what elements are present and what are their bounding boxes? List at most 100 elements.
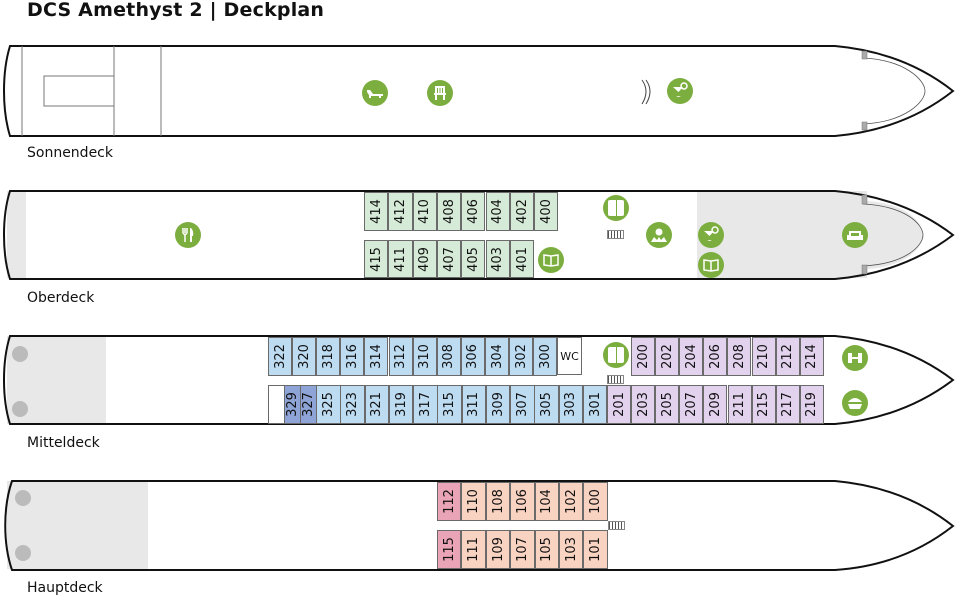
cabin-205[interactable]: 205: [655, 385, 680, 424]
cabin-309[interactable]: 309: [485, 385, 511, 424]
cabin-320[interactable]: 320: [292, 337, 317, 376]
cabin-322[interactable]: 322: [268, 337, 293, 376]
cabin-315[interactable]: 315: [437, 385, 462, 424]
cabin-201[interactable]: 201: [607, 385, 632, 424]
cabin-404[interactable]: 404: [485, 192, 510, 231]
cabin-number: 304: [489, 344, 505, 369]
cabin-307[interactable]: 307: [510, 385, 535, 424]
cabin-number: 403: [490, 246, 506, 272]
cabin-401[interactable]: 401: [509, 240, 535, 278]
cabin-407[interactable]: 407: [436, 240, 462, 278]
cabin-number: 405: [465, 246, 481, 272]
cabin-number: 209: [707, 392, 723, 417]
cabin-number: 310: [417, 344, 433, 369]
cabin-number: 217: [780, 392, 796, 417]
cabin-316[interactable]: 316: [340, 337, 365, 376]
cabin-number: 206: [707, 344, 723, 369]
cabin-302[interactable]: 302: [509, 337, 534, 376]
cabin-411[interactable]: 411: [388, 240, 413, 278]
cabin-101[interactable]: 101: [583, 530, 608, 569]
cabin-325[interactable]: 325: [316, 385, 341, 424]
cabin-219[interactable]: 219: [799, 385, 824, 424]
cabin-215[interactable]: 215: [751, 385, 776, 424]
cabin-200[interactable]: 200: [631, 337, 656, 376]
cabin-107[interactable]: 107: [510, 530, 535, 569]
cabin-311[interactable]: 311: [461, 385, 486, 424]
cabin-310[interactable]: 310: [412, 337, 437, 376]
cabin-103[interactable]: 103: [559, 530, 584, 569]
cabin-304[interactable]: 304: [484, 337, 509, 376]
cabin-402[interactable]: 402: [509, 192, 535, 231]
cabin-406[interactable]: 406: [461, 192, 486, 231]
cabin-409[interactable]: 409: [412, 240, 437, 278]
stairs-icon: [607, 230, 624, 239]
cabin-115[interactable]: 115: [437, 530, 462, 569]
cabin-318[interactable]: 318: [316, 337, 341, 376]
cabin-203[interactable]: 203: [631, 385, 656, 424]
cabin-112[interactable]: 112: [437, 482, 462, 521]
cabin-209[interactable]: 209: [703, 385, 728, 424]
sunlounger-icon: [362, 80, 388, 106]
cabin-317[interactable]: 317: [413, 385, 438, 424]
cabin-number: 105: [539, 537, 555, 562]
cabin-number: 325: [320, 392, 336, 417]
cabin-206[interactable]: 206: [703, 337, 728, 376]
cabin-412[interactable]: 412: [388, 192, 413, 231]
cabin-210[interactable]: 210: [751, 337, 776, 376]
cabin-204[interactable]: 204: [679, 337, 704, 376]
deck-label-sonnendeck: Sonnendeck: [27, 145, 113, 161]
cabin-111[interactable]: 111: [461, 530, 486, 569]
cabin-number: 401: [514, 246, 530, 272]
cabin-208[interactable]: 208: [727, 337, 752, 376]
cabin-number: 309: [490, 392, 506, 417]
cabin-305[interactable]: 305: [534, 385, 559, 424]
cabin-number: 301: [587, 392, 603, 417]
cabin-214[interactable]: 214: [799, 337, 824, 376]
cabin-405[interactable]: 405: [461, 240, 486, 278]
cabin-408[interactable]: 408: [436, 192, 462, 231]
cabin-number: 112: [441, 489, 457, 514]
cabin-319[interactable]: 319: [388, 385, 414, 424]
cabin-323[interactable]: 323: [340, 385, 365, 424]
cabin-104[interactable]: 104: [534, 482, 559, 521]
cabin-105[interactable]: 105: [534, 530, 559, 569]
cabin-300[interactable]: 300: [533, 337, 558, 376]
cabin-number: 317: [417, 392, 433, 417]
cabin-415[interactable]: 415: [364, 240, 389, 278]
cabin-217[interactable]: 217: [775, 385, 800, 424]
cabin-number: 306: [465, 344, 481, 369]
cabin-312[interactable]: 312: [388, 337, 413, 376]
cabin-314[interactable]: 314: [364, 337, 389, 376]
oberdeck-hull: [3, 190, 955, 280]
wellness-spa-icon: [842, 390, 868, 416]
cabin-109[interactable]: 109: [485, 530, 511, 569]
cabin-410[interactable]: 410: [412, 192, 437, 231]
cabin-110[interactable]: 110: [461, 482, 486, 521]
cabin-number: 410: [417, 199, 433, 224]
cabin-102[interactable]: 102: [559, 482, 584, 521]
cabin-306[interactable]: 306: [460, 337, 485, 376]
deck-label-mitteldeck: Mitteldeck: [27, 435, 100, 451]
cabin-number: 322: [272, 344, 288, 369]
cabin-number: 100: [588, 489, 604, 514]
cabin-400[interactable]: 400: [534, 192, 559, 231]
cabin-303[interactable]: 303: [558, 385, 583, 424]
cabin-207[interactable]: 207: [679, 385, 704, 424]
cabin-211[interactable]: 211: [727, 385, 752, 424]
cabin-202[interactable]: 202: [655, 337, 680, 376]
cabin-108[interactable]: 108: [485, 482, 511, 521]
cabin-301[interactable]: 301: [582, 385, 608, 424]
cabin-403[interactable]: 403: [485, 240, 510, 278]
cabin-327[interactable]: 327: [300, 385, 317, 424]
cabin-329[interactable]: 329: [284, 385, 301, 424]
cabin-321[interactable]: 321: [364, 385, 389, 424]
cabin-308[interactable]: 308: [436, 337, 461, 376]
cabin-number: 329: [284, 392, 300, 417]
stairs-icon: [608, 521, 625, 530]
cabin-212[interactable]: 212: [775, 337, 800, 376]
cabin-106[interactable]: 106: [510, 482, 535, 521]
cabin-414[interactable]: 414: [364, 192, 389, 231]
empty-cell: [268, 385, 285, 424]
cabin-number: 411: [392, 246, 408, 272]
cabin-100[interactable]: 100: [583, 482, 608, 521]
